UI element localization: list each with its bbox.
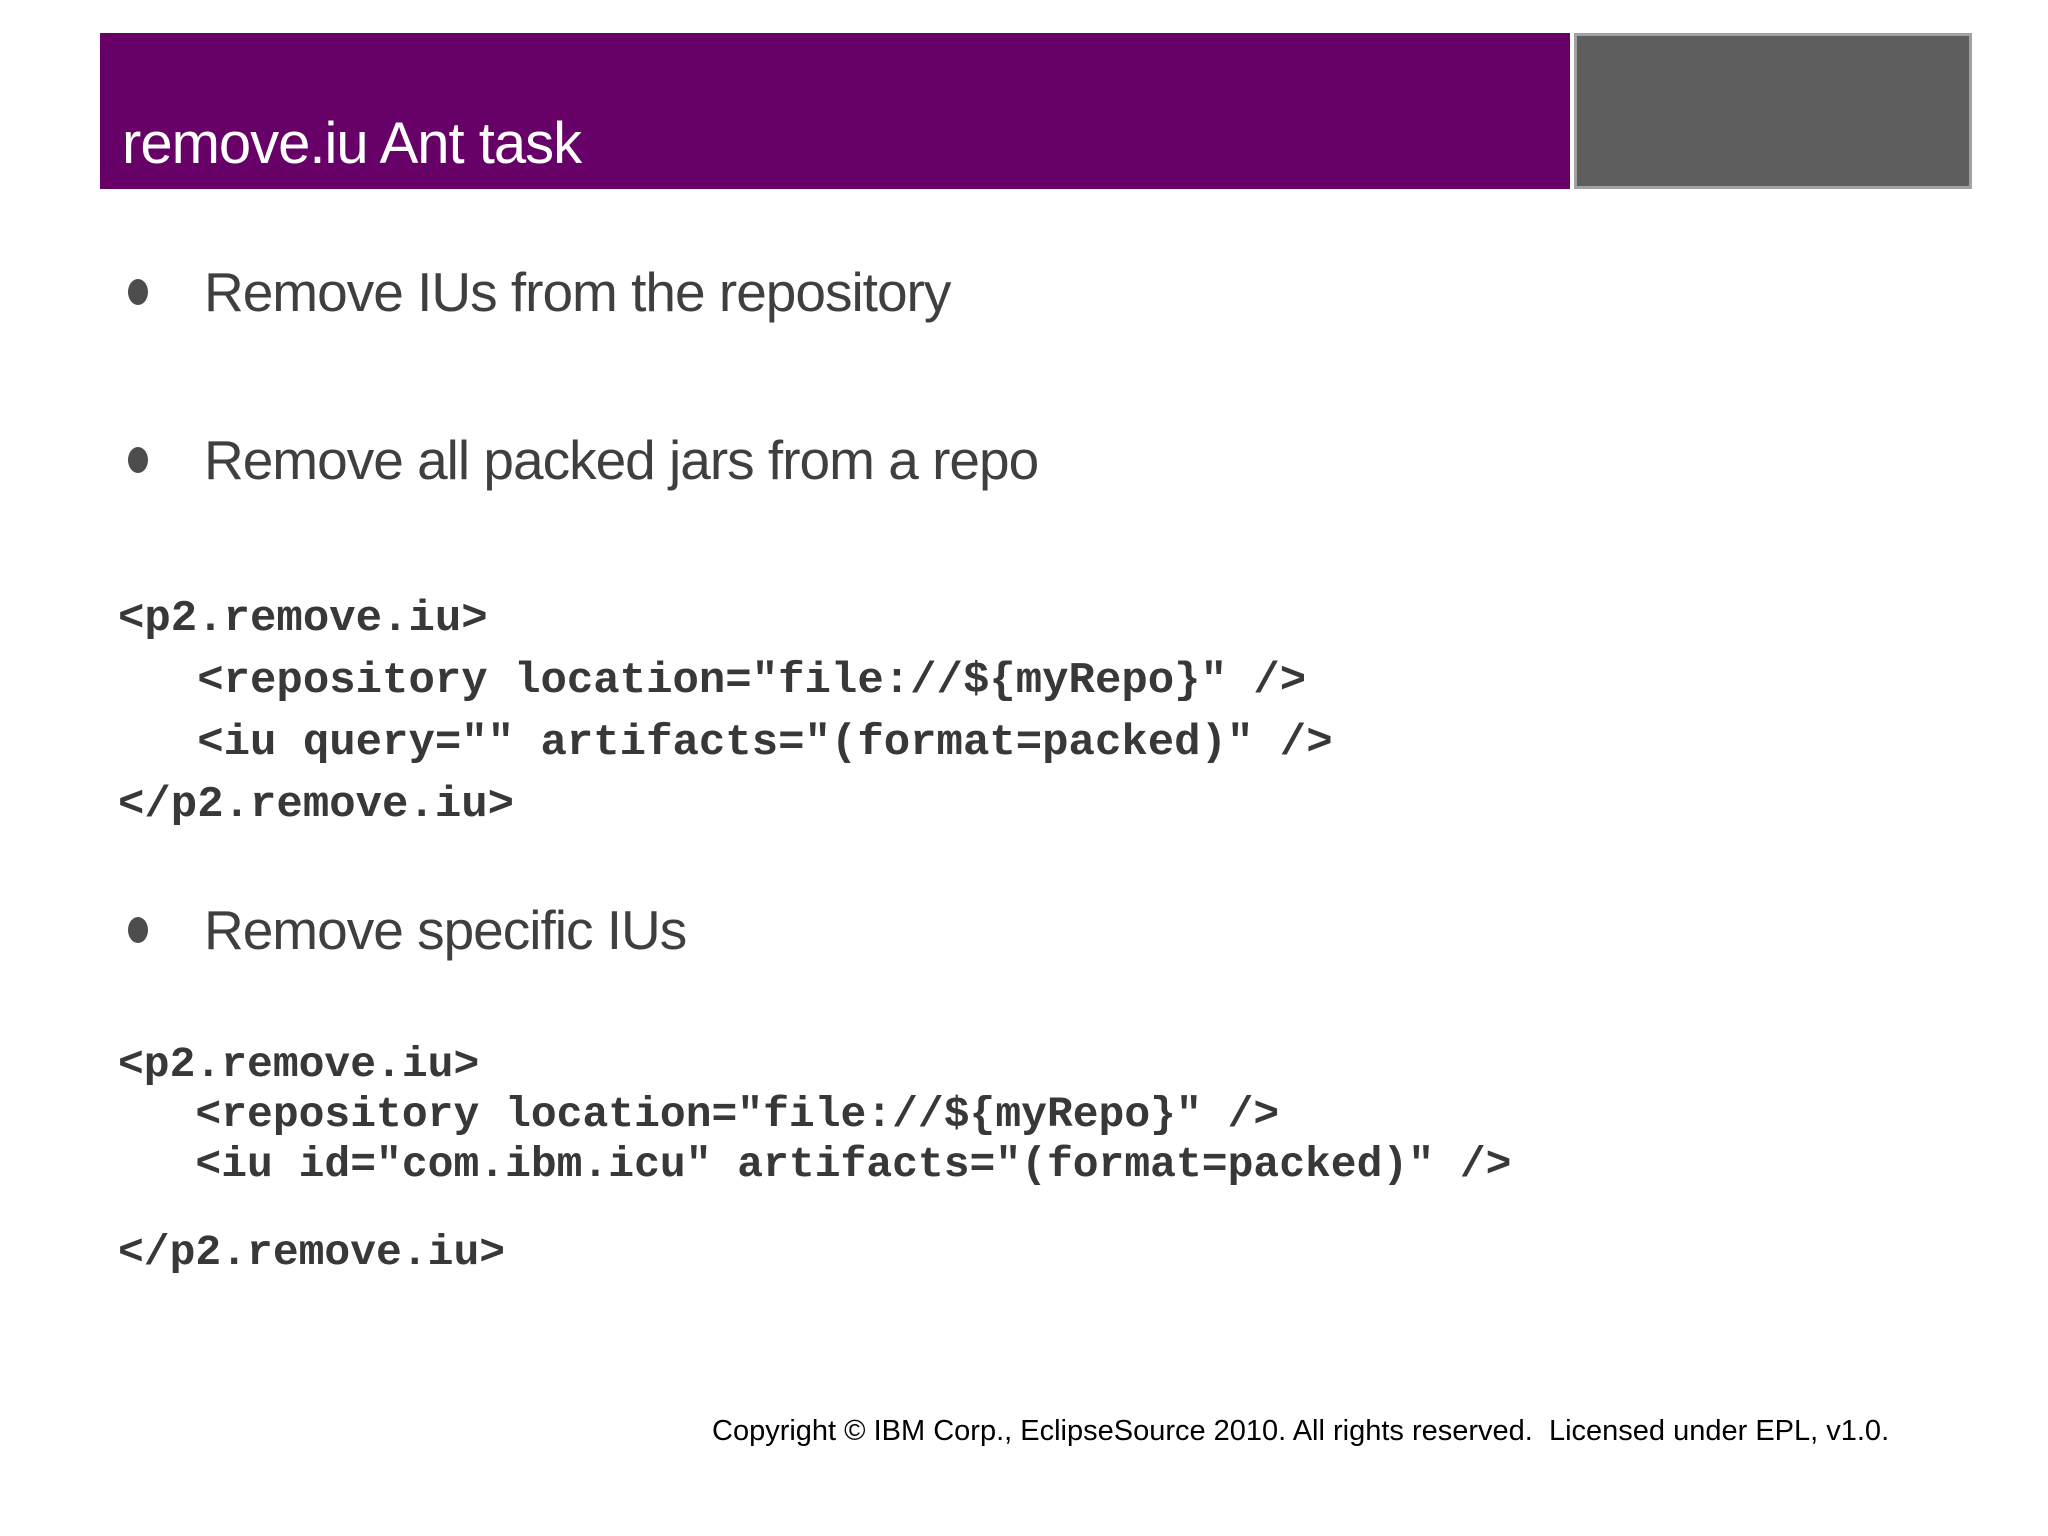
code-line-blank (118, 1190, 1511, 1228)
code-block-remove-specific: <p2.remove.iu> <repository location="fil… (118, 1040, 1511, 1278)
bullet-label-remove-ius: Remove IUs from the repository (204, 261, 951, 323)
bullet-icon (128, 917, 148, 943)
code-line: </p2.remove.iu> (118, 780, 515, 830)
code-line: <p2.remove.iu> (118, 1040, 480, 1089)
bullet-label-remove-specific-ius: Remove specific IUs (204, 899, 687, 961)
code-line: <iu id="com.ibm.icu" artifacts="(format=… (118, 1140, 1512, 1189)
bullet-item: Remove IUs from the repository (128, 258, 951, 326)
bullet-icon (128, 279, 148, 305)
code-line: <p2.remove.iu> (118, 594, 488, 644)
copyright-footer: Copyright © IBM Corp., EclipseSource 201… (712, 1415, 1890, 1447)
bullet-icon (128, 447, 148, 473)
bullet-label-remove-packed-jars: Remove all packed jars from a repo (204, 429, 1039, 491)
page-title: remove.iu Ant task (122, 111, 582, 176)
code-block-remove-packed: <p2.remove.iu> <repository location="fil… (118, 588, 1333, 836)
code-line: </p2.remove.iu> (118, 1228, 506, 1277)
code-line: <repository location="file://${myRepo}" … (118, 1090, 1280, 1139)
code-line: <iu query="" artifacts="(format=packed)"… (118, 718, 1333, 768)
bullet-item: Remove specific IUs (128, 896, 687, 964)
bullet-item: Remove all packed jars from a repo (128, 426, 1039, 494)
title-bar: remove.iu Ant task (100, 33, 1570, 189)
code-line: <repository location="file://${myRepo}" … (118, 656, 1307, 706)
header-gray-block (1574, 33, 1972, 189)
